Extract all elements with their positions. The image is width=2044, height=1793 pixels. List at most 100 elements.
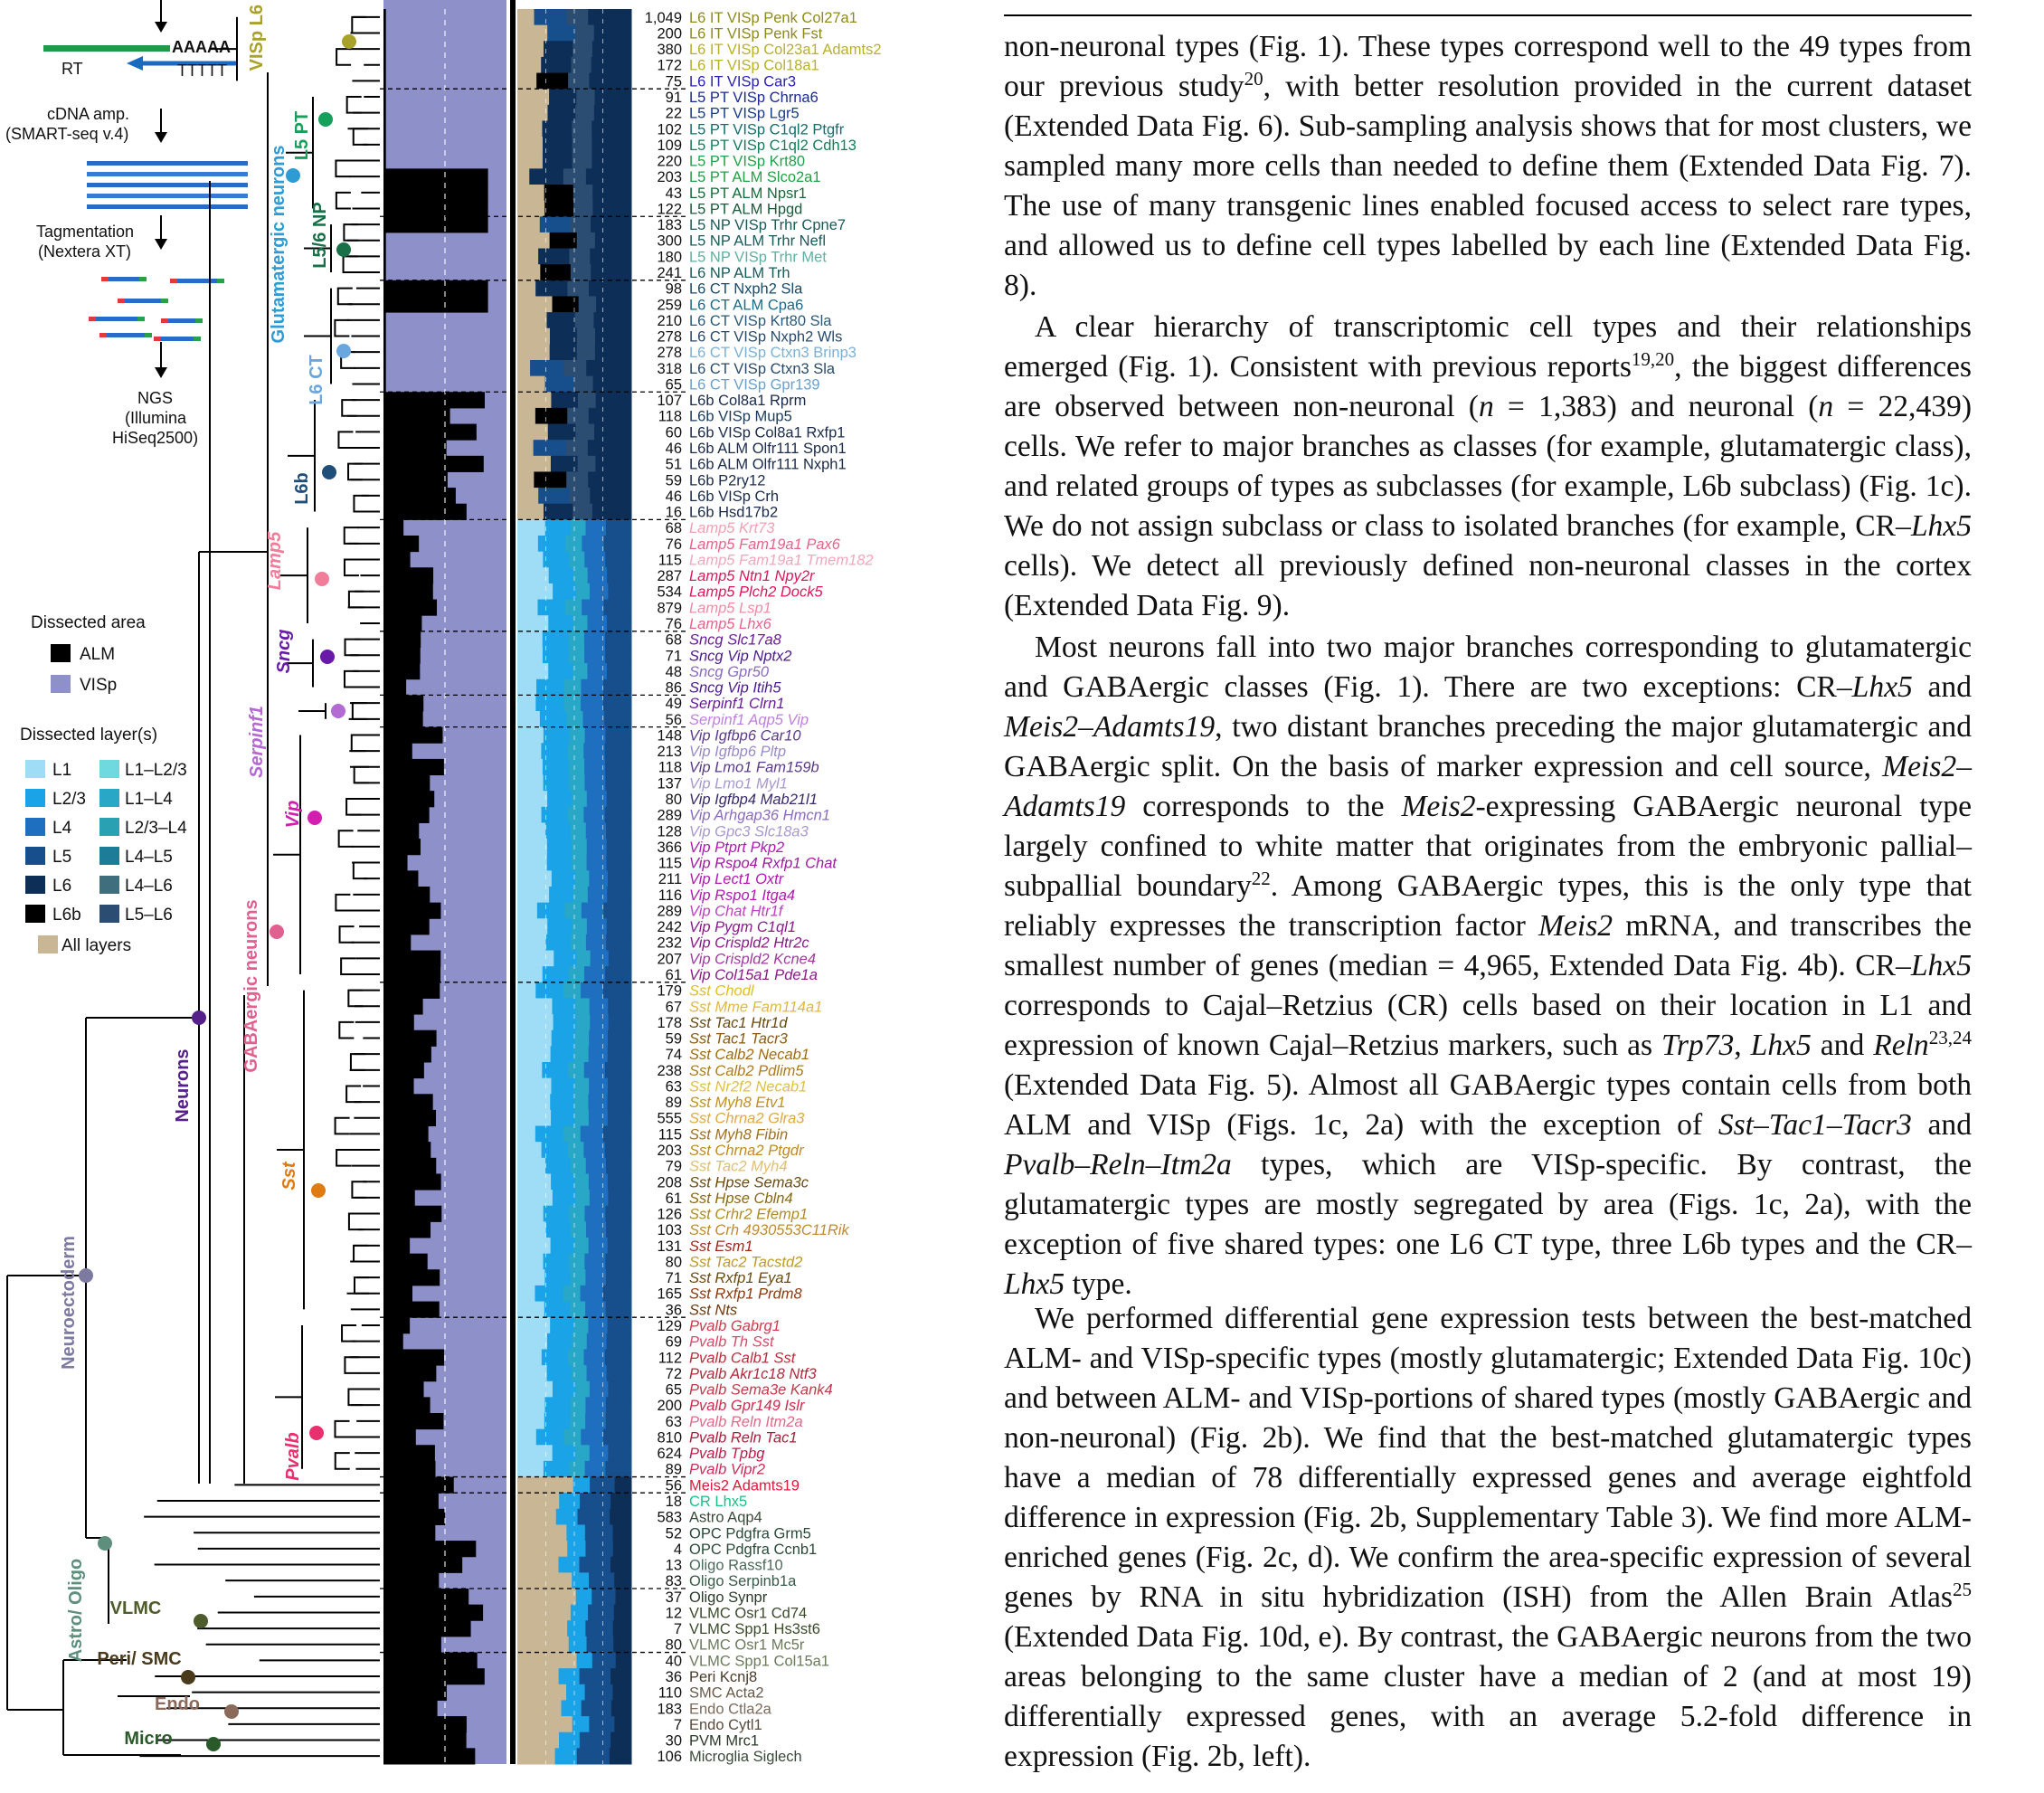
layer-segment: [559, 1493, 581, 1510]
cell-count: 18: [666, 1494, 682, 1510]
layer-segment: [607, 1046, 632, 1063]
layer-segment: [517, 327, 551, 345]
cell-count: 106: [657, 1749, 682, 1765]
adapter: [154, 337, 161, 341]
layer-segment: [517, 1620, 568, 1637]
layer-segment: [587, 567, 608, 584]
layer-segment: [572, 152, 592, 169]
cell-count: 68: [666, 520, 682, 536]
layer-segment: [605, 631, 632, 648]
alm-bar: [383, 1460, 436, 1478]
layer-segment: [543, 1253, 570, 1270]
layer-segment: [548, 567, 574, 584]
internal-branch: [340, 957, 356, 975]
alm-bar: [383, 423, 477, 441]
cell-type-label: Vip Pygm C1ql1: [689, 919, 796, 935]
layer-segment: [517, 1157, 546, 1174]
layer-segment: [517, 41, 544, 58]
cdna-strand: [87, 204, 248, 209]
layer-segment: [565, 440, 589, 457]
alm-bar: [383, 200, 488, 217]
italic-term: Trp73: [1661, 1029, 1735, 1062]
layer-segment: [608, 998, 632, 1015]
cell-count: 43: [666, 185, 682, 202]
alm-bar: [383, 519, 404, 536]
layer-segment: [581, 678, 604, 696]
alm-bar: [383, 1731, 467, 1749]
cell-type-label: Peri Kcnj8: [689, 1669, 757, 1685]
layer-segment: [591, 503, 632, 520]
cell-type-label: Sst Tac1 Tacr3: [689, 1031, 789, 1048]
italic-term: Pvalb–Reln–Itm2a: [1004, 1148, 1232, 1181]
layer-segment: [585, 1413, 607, 1430]
italic-term: Lhx5: [1851, 670, 1913, 704]
tree-label: L6 CT: [307, 355, 326, 405]
layer-segment: [603, 599, 632, 616]
layer-segment: [541, 1349, 569, 1366]
alm-bar: [383, 1652, 478, 1669]
cell-type-label: Vip Lect1 Oxtr: [689, 871, 785, 887]
layer-segment: [608, 1029, 632, 1047]
layer-segment: [517, 1397, 545, 1414]
layer-segment: [568, 647, 585, 664]
italic-term: Lhx5: [1910, 949, 1972, 982]
internal-branch: [337, 431, 354, 449]
layer-segment: [517, 647, 544, 664]
alm-bar: [383, 726, 443, 744]
internal-branch: [337, 830, 354, 848]
layer-segment: [517, 9, 535, 26]
layer-segment: [587, 440, 632, 457]
layer-segment: [563, 360, 587, 377]
alm-bar: [383, 89, 386, 106]
cell-count: 40: [666, 1653, 682, 1669]
internal-branch: [351, 15, 367, 34]
alm-bar: [383, 1077, 414, 1095]
layer-segment: [573, 375, 594, 393]
layer-segment: [584, 1253, 606, 1270]
cell-type-label: Sst Nr2f2 Necab1: [689, 1078, 807, 1095]
internal-branch: [352, 128, 368, 146]
polya-text: AAAAA: [172, 38, 231, 56]
arrow-head: [155, 239, 167, 250]
layer-segment: [517, 1460, 544, 1478]
adapter: [217, 279, 224, 283]
cell-count: 126: [657, 1207, 682, 1223]
layer-segment: [517, 471, 535, 489]
layer-legend-label: L2/3: [52, 790, 86, 809]
alm-bar: [383, 503, 467, 520]
layer-segment: [517, 998, 553, 1015]
arrow-head: [155, 22, 167, 33]
cell-type-label: Vip Igfbp6 Pltp: [689, 744, 786, 760]
layer-segment: [517, 1142, 543, 1159]
layer-segment: [517, 152, 544, 169]
layer-swatch: [99, 905, 119, 923]
cell-count: 289: [657, 808, 682, 824]
layer-segment: [547, 1333, 573, 1350]
cdna-label: cDNA amp.: [47, 105, 129, 123]
alm-bar: [383, 551, 411, 568]
arrow-head: [155, 367, 167, 378]
alm-bar: [383, 1572, 440, 1589]
layer-swatch: [99, 789, 119, 807]
layer-segment: [587, 615, 608, 632]
article-text: non-neuronal types (Fig. 1). These types…: [1004, 0, 1972, 1793]
layer-segment: [517, 1094, 551, 1111]
layer-segment: [517, 248, 539, 265]
area-swatch: [51, 644, 71, 662]
layer-segment: [586, 791, 608, 808]
layer-segment: [554, 1748, 578, 1765]
layer-segment: [573, 887, 589, 904]
layer-segment: [549, 887, 574, 904]
layer-segment: [541, 1142, 569, 1159]
cell-type-label: Sst Chrna2 Glra3: [689, 1111, 805, 1127]
tree-label: Sst: [279, 1161, 299, 1190]
cell-count: 242: [657, 919, 682, 935]
layer-segment: [551, 1173, 575, 1191]
layer-legend-label: L1: [52, 761, 71, 780]
layer-segment: [566, 711, 583, 728]
layer-segment: [584, 758, 606, 776]
layer-segment: [590, 488, 632, 505]
internal-branch: [343, 669, 359, 688]
layer-segment: [593, 104, 632, 121]
